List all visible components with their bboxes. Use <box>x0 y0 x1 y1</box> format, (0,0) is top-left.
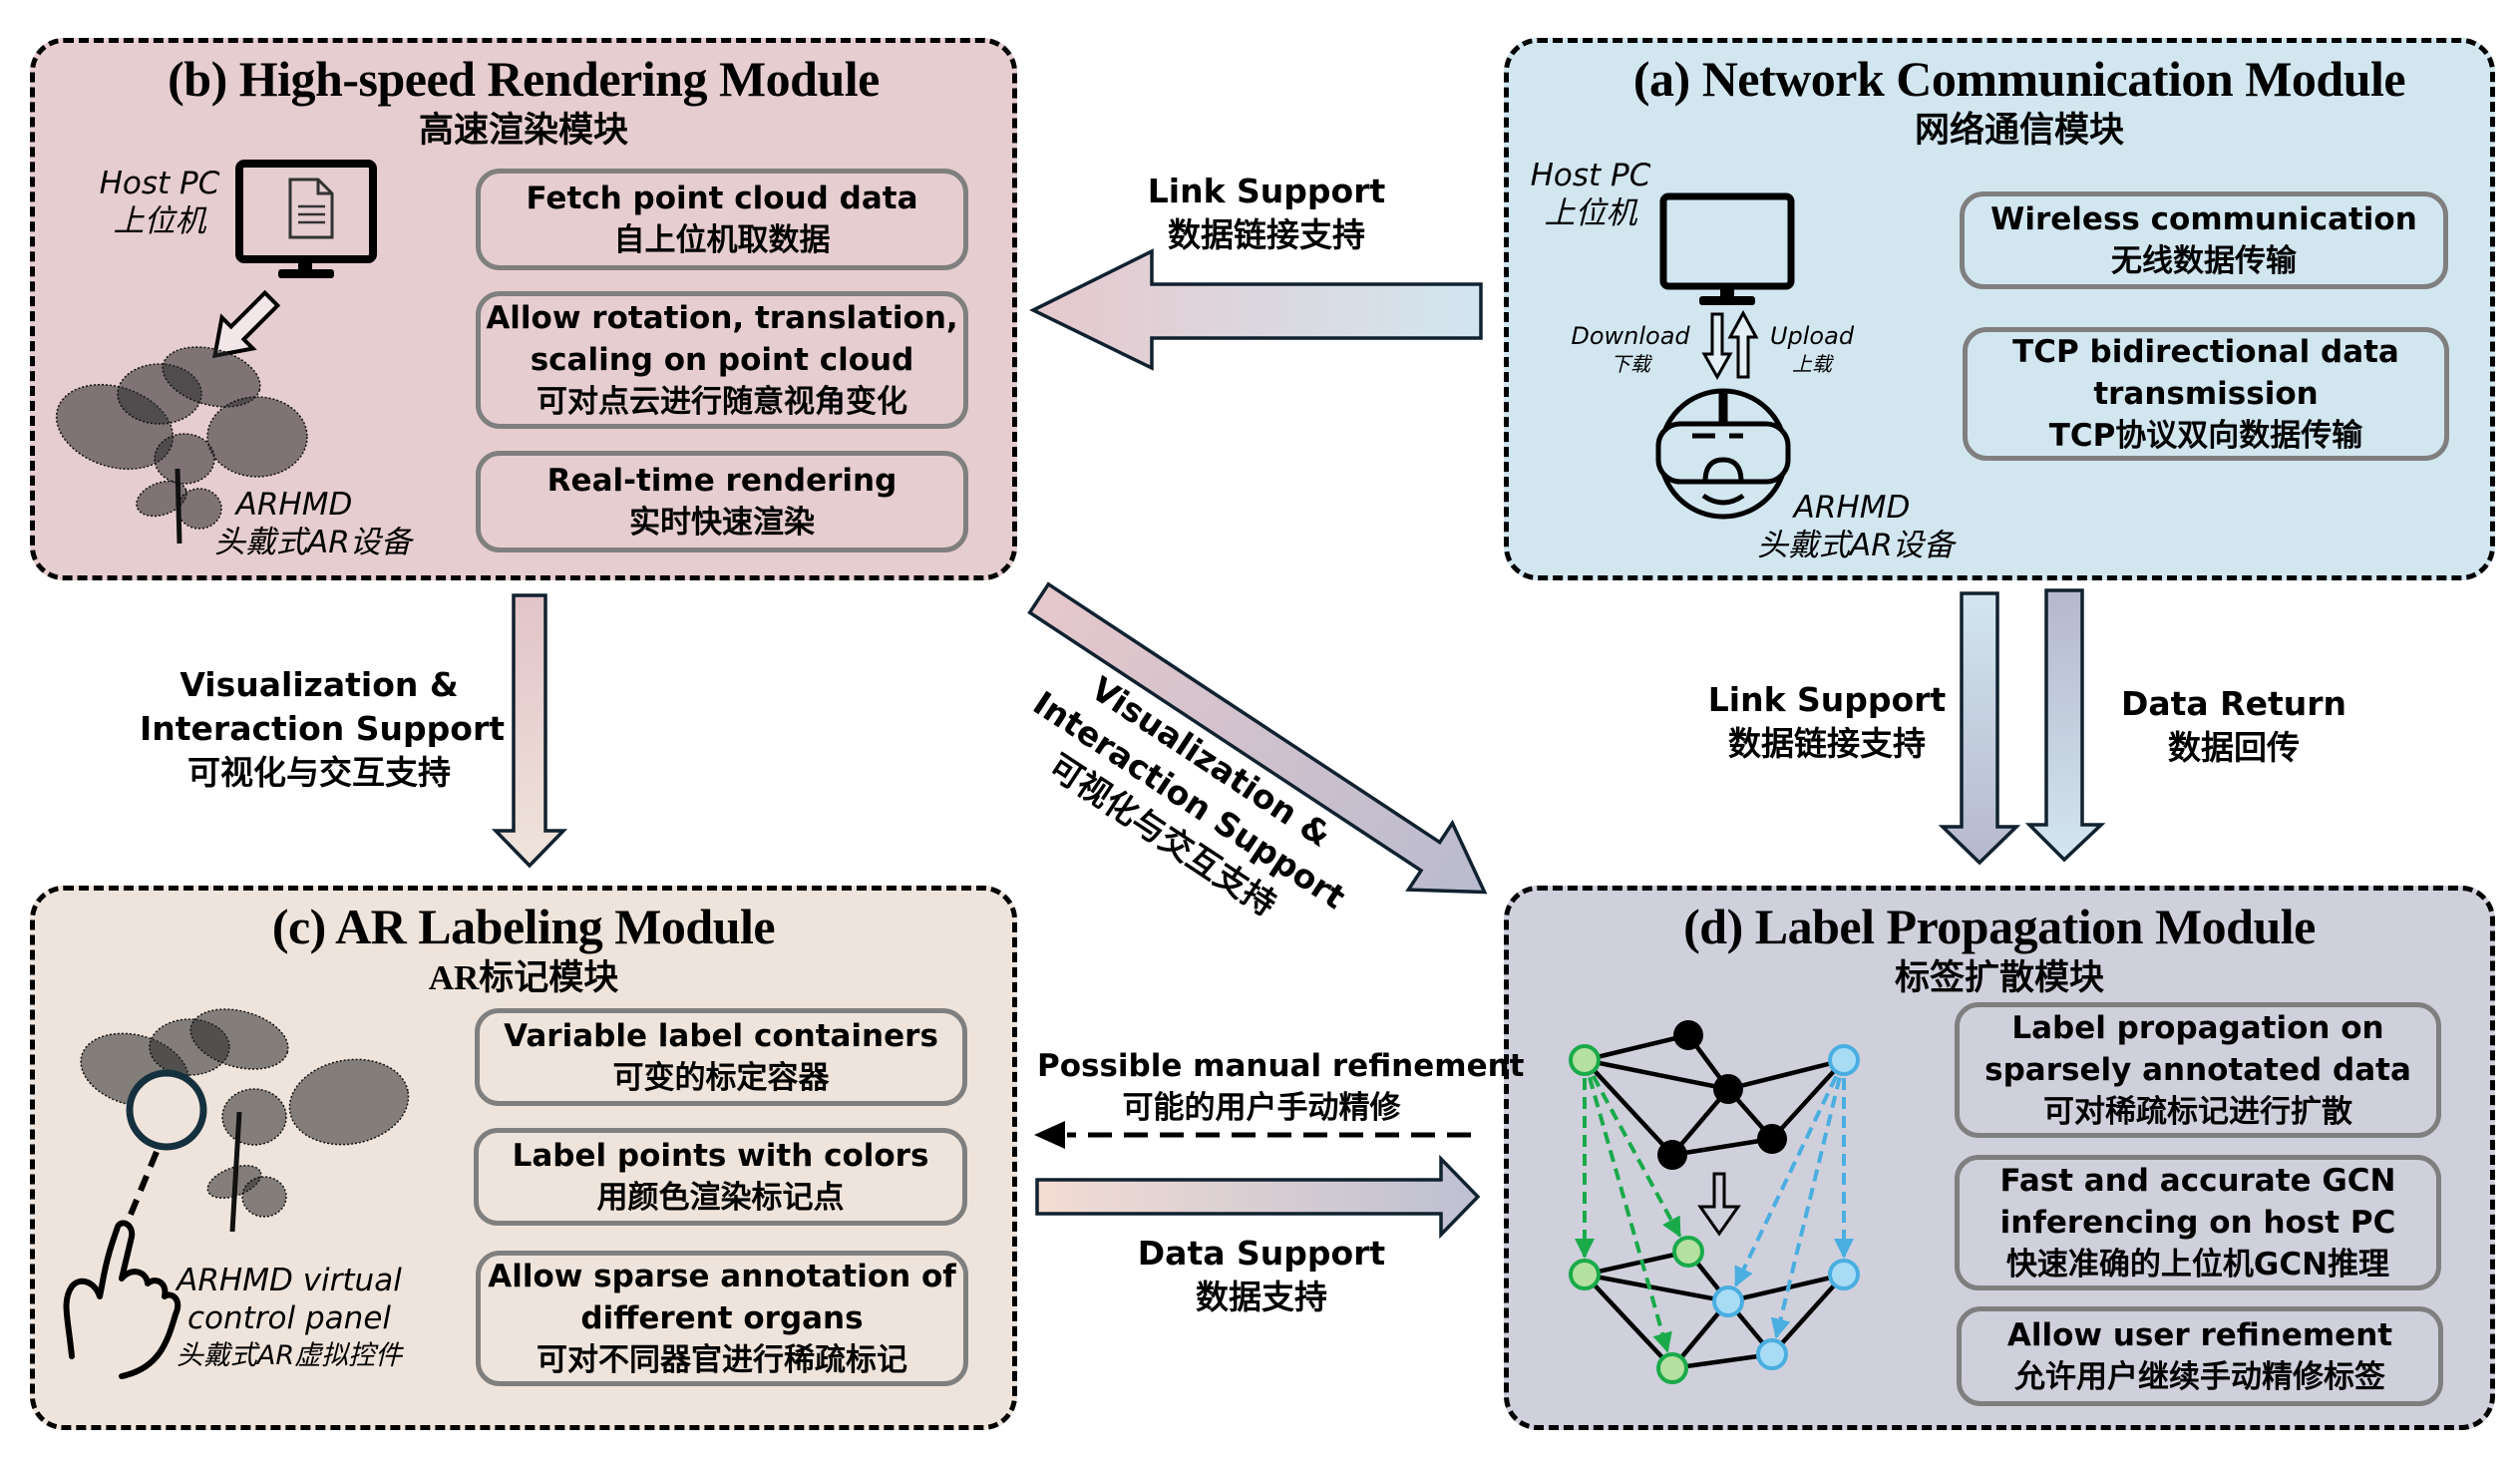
module-b-feature-fetch: Fetch point cloud data 自上位机取数据 <box>476 169 968 270</box>
module-c-subtitle: AR标记模块 <box>428 958 619 997</box>
label-data-return-d-to-a: Data Return 数据回传 <box>2120 684 2347 767</box>
graph-edge <box>1584 1057 1729 1092</box>
graph-node-blue <box>1712 1285 1744 1317</box>
graph-edge <box>1583 1058 1674 1157</box>
host-pc-zh: 上位机 <box>1544 195 1637 231</box>
arhmd-en: ARHMD <box>235 487 353 523</box>
graph-node-green <box>1672 1236 1704 1268</box>
graph-node-unlabeled <box>1673 1020 1703 1050</box>
upload-arrow-icon <box>1727 309 1759 379</box>
module-d-feature-propagation: Label propagation on sparsely annotated … <box>1955 1002 2441 1138</box>
graph-edge <box>1770 1273 1846 1356</box>
graph-node-green <box>1656 1352 1688 1384</box>
graph-edge <box>1584 1032 1689 1063</box>
visualization-arrow-b-to-c <box>491 593 568 869</box>
graph-transform-arrow-icon <box>1697 1172 1741 1237</box>
module-b-subtitle: 高速渲染模块 <box>418 111 628 151</box>
ar-headset-icon <box>1655 388 1791 520</box>
module-c-feature-containers: Variable label containers 可变的标定容器 <box>475 1008 967 1106</box>
graph-edge <box>1671 1351 1773 1371</box>
visualization-arrow-b-to-d <box>1027 581 1488 895</box>
module-d-title: (d) Label Propagation Module <box>1683 899 2316 954</box>
graph-edge <box>1727 1057 1845 1092</box>
module-d-subtitle: 标签扩散模块 <box>1894 958 2104 998</box>
graph-node-blue <box>1756 1338 1788 1370</box>
graph-node-green <box>1569 1044 1601 1076</box>
module-d-feature-refinement: Allow user refinement 允许用户继续手动精修标签 <box>1957 1306 2443 1406</box>
host-pc-zh: 上位机 <box>113 203 206 239</box>
module-c-feature-sparse: Allow sparse annotation of different org… <box>476 1251 968 1386</box>
module-b-host-pc-label: Host PC 上位机 <box>95 165 224 240</box>
pointer-ray <box>125 1150 160 1224</box>
graph-node-unlabeled <box>1657 1140 1687 1170</box>
module-a-title: (a) Network Communication Module <box>1632 51 2406 107</box>
manual-refinement-arrowhead <box>1034 1121 1065 1149</box>
graph-edge <box>1671 1136 1773 1158</box>
graph-node-unlabeled <box>1757 1124 1787 1154</box>
graph-edge <box>1727 1272 1845 1304</box>
label-data-support-c-to-d: Data Support 数据支持 <box>1137 1234 1386 1316</box>
link-support-arrow-a-to-b <box>1029 248 1483 371</box>
module-a-arhmd-label: ARHMD 头戴式AR设备 <box>1757 490 1955 563</box>
label-link-support-a-to-b: Link Support 数据链接支持 <box>1147 172 1386 254</box>
graph-node-blue <box>1828 1044 1860 1076</box>
graph-node-blue <box>1828 1259 1860 1290</box>
propagation-arrow <box>1770 1077 1842 1339</box>
module-d-feature-gcn: Fast and accurate GCN inferencing on hos… <box>1955 1155 2441 1290</box>
module-b-title: (b) High-speed Rendering Module <box>168 51 880 107</box>
module-c-title: (c) AR Labeling Module <box>271 899 776 954</box>
monitor-icon <box>1659 192 1795 305</box>
label-link-support-a-to-d: Link Support 数据链接支持 <box>1707 680 1947 763</box>
selection-ring-icon <box>126 1069 207 1151</box>
hollow-arrow-pc-to-plant <box>211 289 281 359</box>
data-return-arrow-d-to-a <box>2024 588 2106 863</box>
module-a-feature-tcp: TCP bidirectional data transmission TCP协… <box>1963 327 2449 461</box>
module-c-panel-label: ARHMD virtual control panel 头戴式AR虚拟控件 <box>176 1263 403 1371</box>
point-cloud-plant-icon <box>55 346 308 545</box>
propagation-arrow <box>1733 1075 1839 1287</box>
host-pc-en: Host PC <box>99 166 220 201</box>
module-c-feature-colors: Label points with colors 用颜色渲染标记点 <box>474 1128 967 1226</box>
graph-node-unlabeled <box>1713 1074 1743 1104</box>
graph-edge <box>1770 1058 1846 1141</box>
module-a-upload-label: Upload 上载 <box>1769 322 1855 376</box>
module-a-download-label: Download 下载 <box>1571 322 1690 376</box>
graph-edge <box>1584 1249 1689 1278</box>
propagation-arrow <box>1588 1076 1672 1353</box>
module-b-feature-render: Real-time rendering 实时快速渲染 <box>476 451 968 552</box>
data-support-arrow-c-to-d <box>1035 1154 1481 1240</box>
graph-edge <box>1584 1272 1729 1304</box>
pointing-hand-icon <box>63 1220 181 1379</box>
link-support-arrow-a-to-d <box>1938 591 2021 866</box>
module-a-feature-wireless: Wireless communication 无线数据传输 <box>1960 191 2448 289</box>
module-b-feature-transform: Allow rotation, translation, scaling on … <box>476 291 968 429</box>
module-a-host-pc-label: Host PC 上位机 <box>1526 157 1655 232</box>
monitor-document-icon <box>235 160 377 278</box>
module-a-subtitle: 网络通信模块 <box>1914 111 2124 151</box>
download-arrow-icon <box>1701 312 1733 381</box>
module-ar-labeling: (c) AR Labeling Module AR标记模块 <box>30 886 1017 1430</box>
label-manual-refinement-d-to-c: Possible manual refinement 可能的用户手动精修 <box>1037 1048 1525 1126</box>
graph-node-green <box>1569 1259 1601 1290</box>
propagation-arrow <box>1591 1074 1682 1238</box>
host-pc-en: Host PC <box>1530 158 1651 193</box>
label-visualization-b-to-c: Visualization & Interaction Support 可视化与… <box>140 665 505 792</box>
